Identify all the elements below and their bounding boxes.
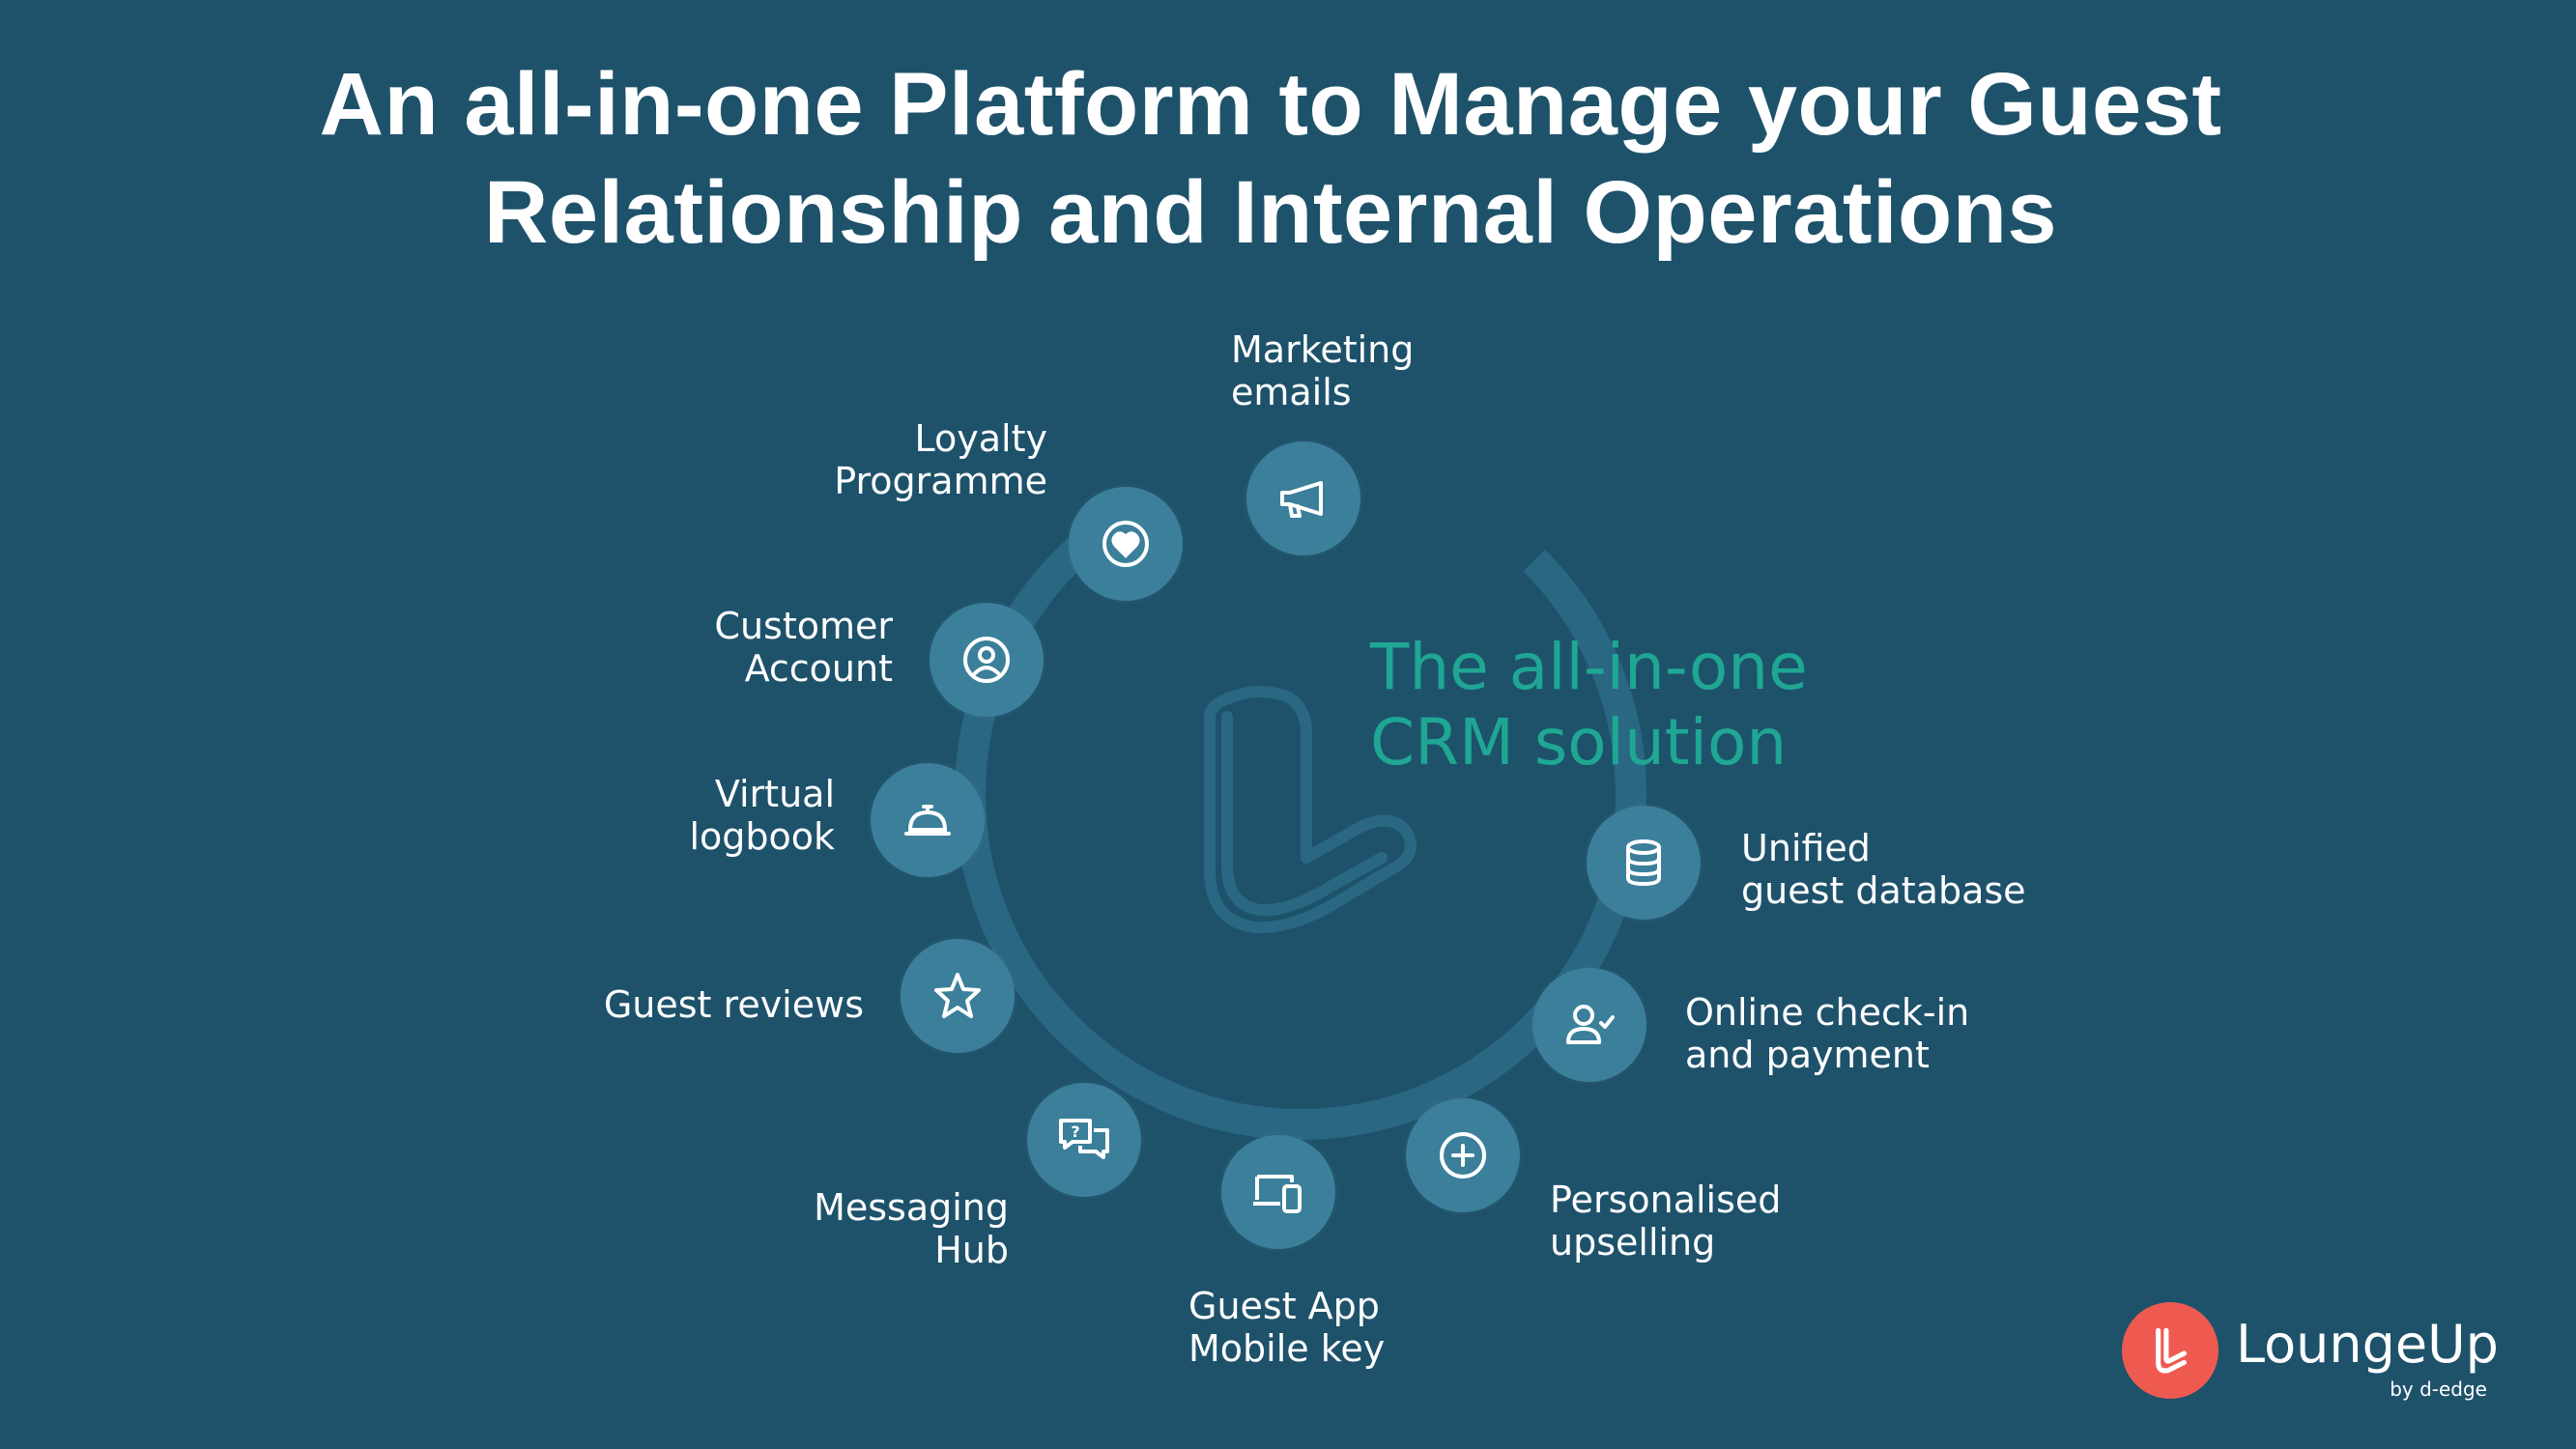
node-guest-reviews — [901, 939, 1015, 1053]
page-title-line-2: Relationship and Internal Operations — [483, 163, 2058, 262]
brand-name: LoungeUp — [2236, 1314, 2499, 1375]
crm-tagline-line-1: The all-in-one — [1370, 630, 1808, 704]
loungeup-logo-icon — [2122, 1302, 2218, 1399]
node-guest-app-mobile-key — [1221, 1135, 1335, 1249]
node-unified-guest-database — [1587, 806, 1701, 920]
crm-tagline-line-2: CRM solution — [1370, 705, 1788, 780]
label-guest-reviews: Guest reviews — [603, 983, 864, 1026]
node-messaging-hub: ? — [1027, 1083, 1141, 1197]
label-guest-app-mobile-key: Guest App Mobile key — [1188, 1285, 1386, 1370]
brand-logo: LoungeUp by d-edge — [2122, 1302, 2508, 1408]
chat-bubbles-icon: ? — [1059, 1119, 1109, 1159]
page-title: An all-in-one Platform to Manage your Gu… — [0, 50, 2541, 267]
label-customer-account: Customer Account — [714, 605, 893, 690]
node-online-check-in — [1532, 968, 1646, 1082]
plus-circle-icon — [1440, 1132, 1486, 1179]
page-title-line-1: An all-in-one Platform to Manage your Gu… — [319, 55, 2222, 154]
node-marketing-emails — [1246, 441, 1360, 555]
brand-sub: by d-edge — [2390, 1378, 2487, 1401]
label-unified-guest-database: Unified guest database — [1741, 827, 2026, 912]
star-icon — [934, 973, 981, 1018]
label-personalised-upselling: Personalised upselling — [1550, 1179, 1782, 1264]
service-bell-icon — [904, 805, 951, 836]
node-virtual-logbook — [871, 763, 985, 877]
user-check-icon — [1566, 1005, 1615, 1044]
center-logo-watermark — [1204, 686, 1417, 934]
node-personalised-upselling — [1406, 1098, 1520, 1212]
devices-icon — [1253, 1175, 1302, 1213]
node-loyalty-programme — [1069, 487, 1183, 601]
heart-icon — [1102, 521, 1149, 567]
node-customer-account — [930, 603, 1044, 717]
megaphone-icon — [1280, 481, 1323, 518]
label-virtual-logbook: Virtual logbook — [689, 773, 835, 858]
label-messaging-hub: Messaging Hub — [814, 1186, 1009, 1271]
crm-tagline: The all-in-one CRM solution — [1370, 630, 1808, 781]
database-icon — [1626, 839, 1661, 887]
label-marketing-emails: Marketing emails — [1231, 328, 1415, 413]
svg-text:?: ? — [1071, 1122, 1079, 1141]
label-online-check-in: Online check-in and payment — [1685, 991, 1970, 1076]
label-loyalty-programme: Loyalty Programme — [834, 417, 1047, 502]
user-circle-icon — [963, 637, 1010, 683]
